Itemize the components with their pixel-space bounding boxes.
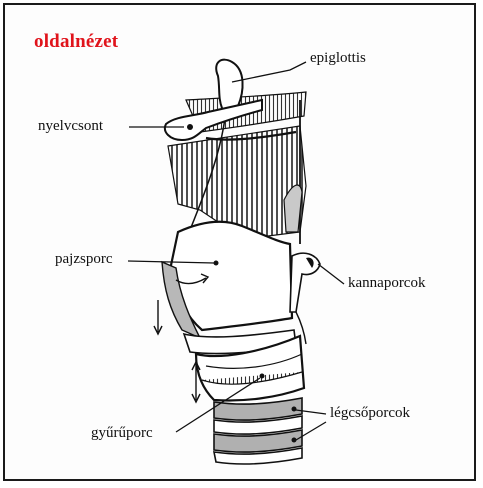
- label-tracheal-cartilages: légcsőporcok: [330, 405, 410, 422]
- label-cricoid-cartilage: gyűrűporc: [91, 425, 153, 442]
- arytenoid-shape: [290, 253, 320, 312]
- label-thyroid-cartilage: pajzsporc: [55, 251, 112, 268]
- label-epiglottis: epiglottis: [310, 50, 366, 67]
- label-hyoid-bone: nyelvcsont: [38, 118, 103, 135]
- label-arytenoid-cartilages: kannaporcok: [348, 275, 425, 292]
- tracheal-rings: [214, 398, 302, 464]
- leader-arytenoid: [318, 264, 344, 284]
